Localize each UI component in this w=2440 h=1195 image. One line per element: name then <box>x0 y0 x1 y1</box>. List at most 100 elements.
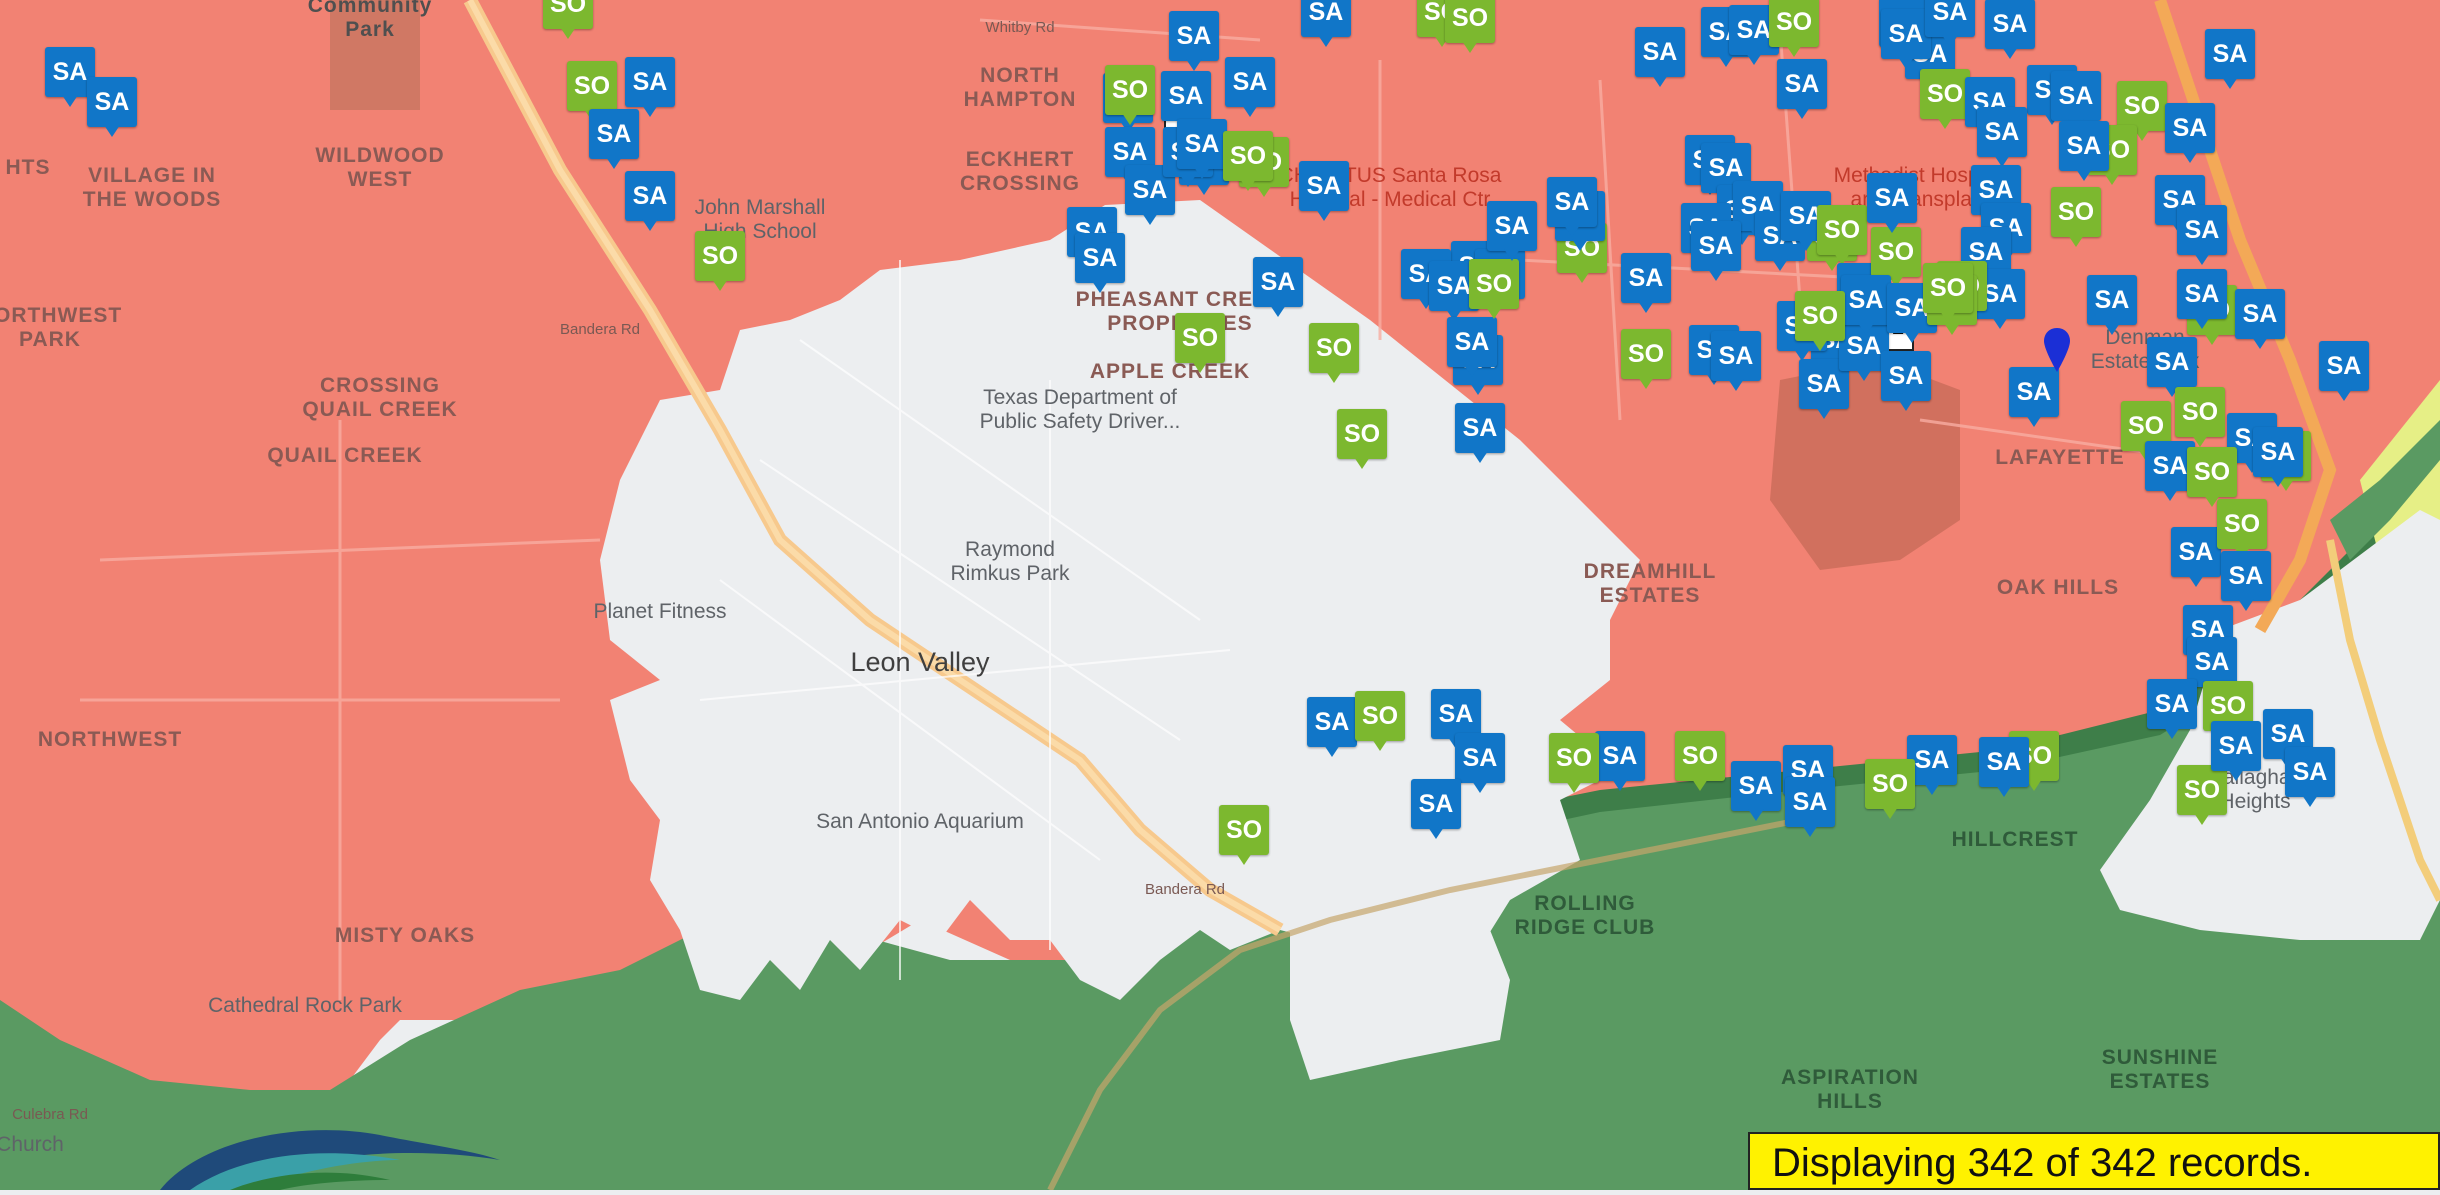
sa-marker[interactable]: SA <box>2087 275 2137 337</box>
so-marker[interactable]: SO <box>543 0 593 41</box>
sa-marker[interactable]: SA <box>1547 177 1597 239</box>
marker-tip <box>1884 221 1900 233</box>
so-marker[interactable]: SO <box>2117 81 2167 143</box>
sa-marker[interactable]: SA <box>1839 321 1889 383</box>
sa-marker[interactable]: SA <box>1985 0 2035 61</box>
marker-label: SA <box>2221 551 2271 601</box>
sa-marker[interactable]: SA <box>2145 441 2195 503</box>
sa-marker[interactable]: SA <box>2205 29 2255 91</box>
sa-marker[interactable]: SA <box>2171 527 2221 589</box>
so-marker[interactable]: SO <box>1865 759 1915 821</box>
sa-marker[interactable]: SA <box>1881 351 1931 413</box>
sa-marker[interactable]: SA <box>2177 269 2227 331</box>
sa-marker[interactable]: SA <box>1881 9 1931 71</box>
sa-marker[interactable]: SA <box>1307 697 1357 759</box>
sa-marker[interactable]: SA <box>1299 161 1349 223</box>
marker-tip <box>1572 239 1588 251</box>
so-marker[interactable]: SO <box>1223 131 1273 193</box>
so-marker[interactable]: SO <box>2175 387 2225 449</box>
so-marker[interactable]: SO <box>2217 499 2267 561</box>
marker-label: SA <box>1299 161 1349 211</box>
sa-marker[interactable]: SA <box>1253 257 1303 319</box>
sa-marker[interactable]: SA <box>2285 747 2335 809</box>
so-marker[interactable]: SO <box>1105 65 1155 127</box>
so-marker[interactable]: SO <box>1219 805 1269 867</box>
so-marker[interactable]: SO <box>695 231 745 293</box>
map-label-sa-aquarium: San Antonio Aquarium <box>816 810 1024 833</box>
marker-label: SO <box>543 0 593 29</box>
sa-marker[interactable]: SA <box>2221 551 2271 613</box>
marker-tip <box>1904 331 1920 343</box>
sa-marker[interactable]: SA <box>1075 233 1125 295</box>
sa-marker[interactable]: SA <box>1447 317 1497 379</box>
so-marker[interactable]: SO <box>1871 227 1921 289</box>
sa-marker[interactable]: SA <box>625 171 675 233</box>
sa-marker[interactable]: SA <box>1621 253 1671 315</box>
marker-label: SO <box>1469 259 1519 309</box>
marker-tip <box>1942 35 1958 47</box>
sa-marker[interactable]: SA <box>1169 11 1219 73</box>
sa-marker[interactable]: SA <box>1777 59 1827 121</box>
so-marker[interactable]: SO <box>1469 259 1519 321</box>
so-marker[interactable]: SO <box>1795 291 1845 353</box>
sa-marker[interactable]: SA <box>625 57 675 119</box>
so-marker[interactable]: SO <box>1549 733 1599 795</box>
so-marker[interactable]: SO <box>1309 323 1359 385</box>
park-strip-green <box>2330 420 2440 560</box>
so-marker[interactable]: SO <box>1445 0 1495 55</box>
so-marker[interactable]: SO <box>1923 263 1973 325</box>
sa-marker[interactable]: SA <box>1785 777 1835 839</box>
sa-marker[interactable]: SA <box>1431 689 1481 751</box>
so-marker[interactable]: SO <box>2051 187 2101 249</box>
sa-marker[interactable]: SA <box>1691 221 1741 283</box>
marker-label: SA <box>87 77 137 127</box>
sa-marker[interactable]: SA <box>1979 737 2029 799</box>
sa-marker[interactable]: SA <box>1977 107 2027 169</box>
so-marker[interactable]: SO <box>1817 205 1867 267</box>
sa-marker[interactable]: SA <box>1867 173 1917 235</box>
sa-marker[interactable]: SA <box>1731 761 1781 823</box>
marker-tip <box>2162 489 2178 501</box>
so-marker[interactable]: SO <box>1769 0 1819 59</box>
sa-marker[interactable]: SA <box>1455 733 1505 795</box>
marker-tip <box>1858 323 1874 335</box>
so-marker[interactable]: SO <box>2187 447 2237 509</box>
sa-marker[interactable]: SA <box>1925 0 1975 49</box>
marker-tip <box>1428 827 1444 839</box>
so-marker[interactable]: SO <box>2177 765 2227 827</box>
sa-marker[interactable]: SA <box>45 47 95 109</box>
so-marker[interactable]: SO <box>567 61 617 123</box>
so-marker[interactable]: SO <box>1175 313 1225 375</box>
sa-marker[interactable]: SA <box>2165 103 2215 165</box>
sa-marker[interactable]: SA <box>1301 0 1351 49</box>
marker-label: SA <box>625 171 675 221</box>
so-marker[interactable]: SO <box>1355 691 1405 753</box>
sa-marker[interactable]: SA <box>1595 731 1645 793</box>
sa-marker[interactable]: SA <box>2211 721 2261 783</box>
map-label-bandera-rd: Bandera Rd <box>559 321 641 338</box>
sa-marker[interactable]: SA <box>87 77 137 139</box>
so-marker[interactable]: SO <box>1337 409 1387 471</box>
sa-marker[interactable]: SA <box>1411 779 1461 841</box>
sa-marker[interactable]: SA <box>1711 331 1761 393</box>
sa-marker[interactable]: SA <box>1907 735 1957 797</box>
so-marker[interactable]: SO <box>1675 731 1725 793</box>
sa-marker[interactable]: SA <box>589 109 639 171</box>
sa-marker[interactable]: SA <box>2253 427 2303 489</box>
sa-marker[interactable]: SA <box>1177 119 1227 181</box>
so-marker[interactable]: SO <box>1920 69 1970 131</box>
sa-marker[interactable]: SA <box>1225 57 1275 119</box>
sa-marker[interactable]: SA <box>1487 201 1537 263</box>
sa-marker[interactable]: SA <box>2059 121 2109 183</box>
sa-marker[interactable]: SA <box>1455 403 1505 465</box>
sa-marker[interactable]: SA <box>2319 341 2369 403</box>
sa-marker[interactable]: SA <box>2009 367 2059 429</box>
sa-marker[interactable]: SA <box>1841 275 1891 337</box>
map-pin-icon[interactable] <box>2044 328 2070 372</box>
sa-marker[interactable]: SA <box>1635 27 1685 89</box>
sa-marker[interactable]: SA <box>2235 289 2285 351</box>
so-marker[interactable]: SO <box>1621 329 1671 391</box>
sa-marker[interactable]: SA <box>2147 679 2197 741</box>
sa-marker[interactable]: SA <box>2177 205 2227 267</box>
